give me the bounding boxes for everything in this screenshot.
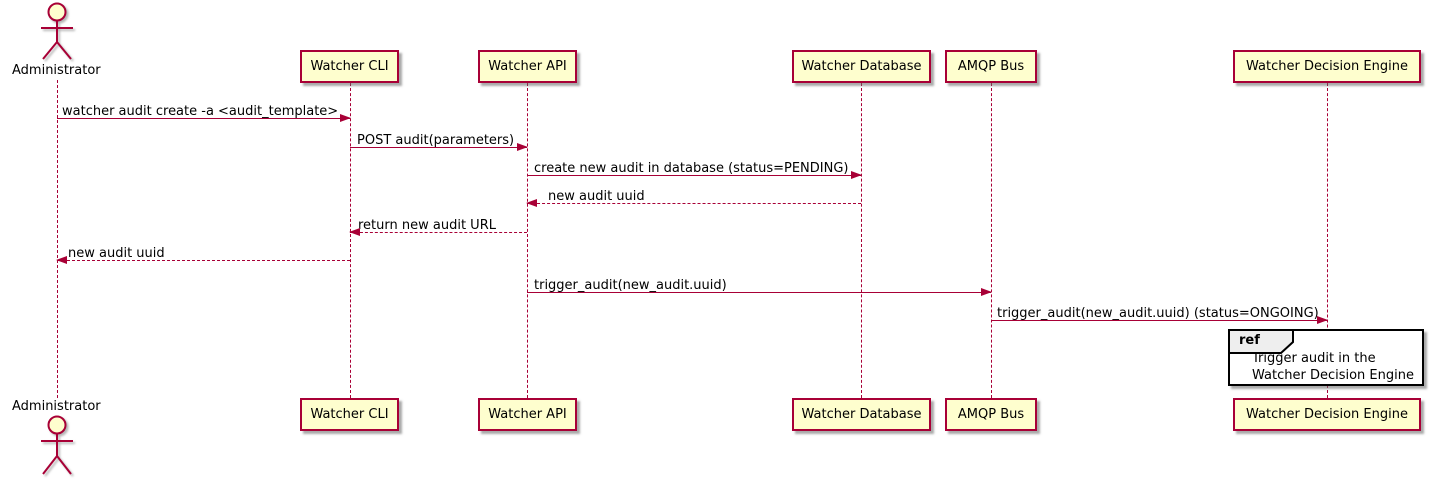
message-label: new audit uuid	[548, 189, 645, 204]
participant-watcher-decision-engine-top: Watcher Decision Engine	[1233, 50, 1421, 83]
arrowhead-right-icon	[851, 170, 862, 179]
ref-text: Trigger audit in the Watcher Decision En…	[1252, 350, 1422, 384]
actor-label-bottom: Administrator	[12, 399, 101, 414]
message-line	[526, 198, 861, 207]
message-line	[56, 255, 350, 264]
message-line	[991, 315, 1328, 324]
ref-text-line: Watcher Decision Engine	[1252, 368, 1414, 383]
message-line	[57, 113, 351, 122]
participant-amqp-bus-top: AMQP Bus	[945, 50, 1037, 83]
participant-watcher-api-bottom: Watcher API	[478, 398, 577, 431]
message-line	[349, 227, 527, 236]
message-label: trigger_audit(new_audit.uuid)	[534, 278, 727, 293]
message-line	[350, 142, 528, 151]
message-label: watcher audit create -a <audit_template>	[62, 104, 339, 119]
participant-amqp-bus-bottom: AMQP Bus	[945, 398, 1037, 431]
actor-icon	[41, 415, 73, 475]
participant-watcher-database-top: Watcher Database	[792, 50, 931, 83]
message-label: POST audit(parameters)	[357, 133, 515, 148]
lifeline-amqp-bus	[991, 83, 992, 398]
lifeline-administrator	[57, 80, 58, 398]
arrowhead-right-icon	[1317, 315, 1328, 324]
actor-icon	[41, 2, 73, 60]
arrowhead-left-icon	[349, 227, 360, 236]
arrowhead-right-icon	[517, 142, 528, 151]
ref-fragment: ref Trigger audit in the Watcher Decisio…	[1228, 329, 1424, 386]
lifeline-watcher-cli	[350, 83, 351, 398]
participant-watcher-api-top: Watcher API	[478, 50, 577, 83]
participant-watcher-cli-top: Watcher CLI	[300, 50, 399, 83]
lifeline-watcher-api	[527, 83, 528, 398]
arrowhead-right-icon	[340, 113, 351, 122]
ref-text-line: Trigger audit in the	[1252, 351, 1376, 366]
lifeline-watcher-database	[861, 83, 862, 398]
message-label: create new audit in database (status=PEN…	[534, 161, 849, 176]
actor-label-top: Administrator	[12, 63, 101, 78]
message-line	[527, 287, 992, 296]
message-line	[527, 170, 862, 179]
arrowhead-left-icon	[526, 198, 537, 207]
participant-watcher-database-bottom: Watcher Database	[792, 398, 931, 431]
ref-tag-label: ref	[1239, 333, 1260, 348]
participant-watcher-decision-engine-bottom: Watcher Decision Engine	[1233, 398, 1421, 431]
message-label: new audit uuid	[68, 246, 165, 261]
ref-tag-shape	[1228, 329, 1294, 354]
message-label: trigger_audit(new_audit.uuid) (status=ON…	[997, 306, 1319, 321]
arrowhead-left-icon	[56, 255, 67, 264]
participant-watcher-cli-bottom: Watcher CLI	[300, 398, 399, 431]
arrowhead-right-icon	[981, 287, 992, 296]
message-label: return new audit URL	[358, 218, 496, 233]
lifeline-watcher-decision-engine	[1327, 83, 1328, 398]
